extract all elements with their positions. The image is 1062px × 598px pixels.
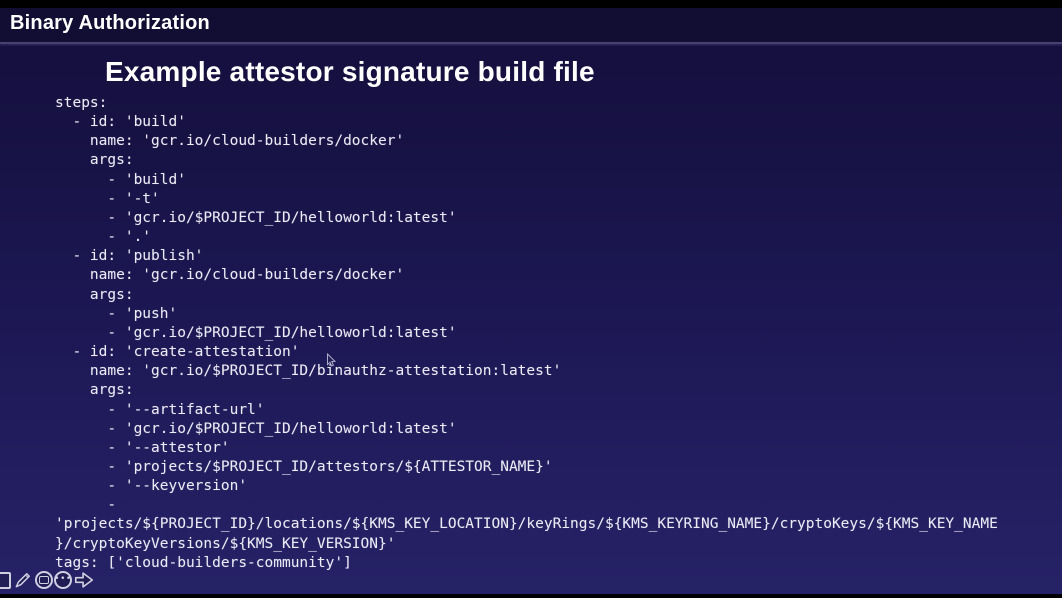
next-arrow-icon[interactable] — [73, 569, 95, 591]
more-options-icon[interactable]: ••• — [54, 571, 72, 589]
shape-rectangle-icon[interactable] — [0, 571, 11, 589]
ellipsis-glyph: ••• — [54, 574, 72, 584]
slide-header-title: Binary Authorization — [10, 12, 210, 34]
slide-header-band: Binary Authorization — [0, 8, 1062, 42]
slide-title: Example attestor signature build file — [105, 56, 595, 87]
bottom-letterbox-bar — [0, 594, 1062, 598]
pointer-tool-icon[interactable] — [35, 571, 53, 589]
header-divider-line — [0, 42, 1062, 44]
top-letterbox-bar — [0, 0, 1062, 8]
pointer-tool-glyph — [39, 576, 49, 584]
slide: Binary Authorization Example attestor si… — [0, 8, 1062, 594]
mouse-cursor-icon — [327, 353, 337, 367]
yaml-code-block: steps: - id: 'build' name: 'gcr.io/cloud… — [55, 95, 998, 571]
annotation-toolbar: ••• — [0, 568, 95, 592]
pencil-icon[interactable] — [12, 569, 34, 591]
